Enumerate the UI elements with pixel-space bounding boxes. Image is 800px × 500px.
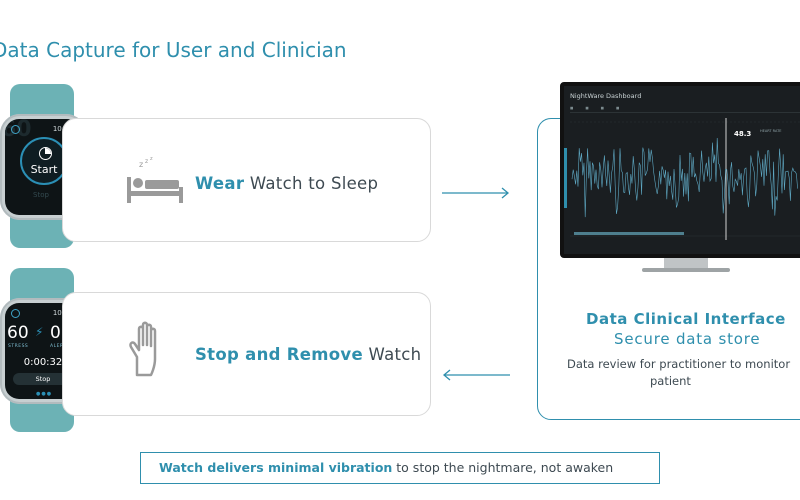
watch-screen: 60 10:09 Start Stop — [5, 119, 81, 215]
wear-rest: Watch to Sleep — [244, 174, 379, 193]
svg-text:z: z — [150, 156, 153, 162]
alerts-label: ALERTS — [50, 344, 70, 349]
raised-hand-icon — [129, 321, 157, 377]
app-icon — [11, 125, 20, 134]
wear-watch-card: z z z Wear Watch to Sleep — [62, 118, 431, 242]
app-icon — [11, 309, 20, 318]
dashboard-monitor: NightWare Dashboard ■■■■ 48.3 HEART RATE — [560, 82, 800, 272]
watch-faded-stop: Stop — [33, 191, 49, 199]
monitor-stand — [664, 258, 708, 270]
stop-rest: Watch — [362, 345, 422, 364]
dashboard-screen: NightWare Dashboard ■■■■ 48.3 HEART RATE — [560, 82, 800, 258]
svg-text:z: z — [139, 160, 143, 169]
session-timer: 0:00:32 — [23, 357, 63, 368]
alerts-value: 0 — [50, 323, 61, 343]
vibration-banner: Watch delivers minimal vibration to stop… — [140, 452, 660, 484]
start-button[interactable]: Start — [20, 137, 68, 185]
banner-rest: to stop the nightmare, not awaken — [392, 460, 614, 475]
arrow-left-icon — [442, 369, 510, 381]
panel-subtitle: Secure data store — [614, 330, 761, 348]
banner-emphasis: Watch delivers minimal vibration — [159, 460, 393, 475]
waveform-trace — [571, 137, 798, 218]
page-indicator-dots: ●●● — [36, 391, 53, 397]
sleeping-bed-icon: z z z — [127, 156, 183, 203]
banner-text: Watch delivers minimal vibration to stop… — [159, 460, 613, 475]
stop-watch-card: Stop and Remove Watch — [62, 292, 431, 416]
dashboard-title: NightWare Dashboard — [570, 92, 642, 100]
lightning-icon: ⚡ — [35, 325, 44, 339]
dashboard-readout: 48.3 — [734, 130, 752, 138]
start-button-label: Start — [30, 163, 58, 176]
wear-card-text: Wear Watch to Sleep — [195, 174, 378, 193]
arrow-right-icon — [442, 187, 510, 199]
timer-icon — [39, 147, 52, 160]
panel-description-line1: Data review for practitioner to monitor — [567, 357, 791, 371]
wear-emphasis: Wear — [195, 174, 245, 193]
panel-description-line2: patient — [650, 374, 691, 388]
stress-value: 60 — [7, 323, 29, 343]
dashboard-tabs: ■■■■ — [570, 106, 800, 113]
monitor-base — [642, 268, 730, 272]
slide-title: Data Capture for User and Clinician — [0, 38, 347, 62]
stop-emphasis: Stop and Remove — [195, 345, 363, 364]
heart-rate-waveform — [564, 118, 800, 240]
stop-card-text: Stop and Remove Watch — [195, 345, 421, 364]
dashboard-readout-label: HEART RATE — [760, 129, 782, 133]
stress-label: STRESS — [8, 344, 29, 349]
panel-title: Data Clinical Interface — [586, 310, 786, 328]
svg-text:z: z — [145, 158, 148, 165]
watch-stop-button[interactable]: Stop — [13, 373, 73, 385]
